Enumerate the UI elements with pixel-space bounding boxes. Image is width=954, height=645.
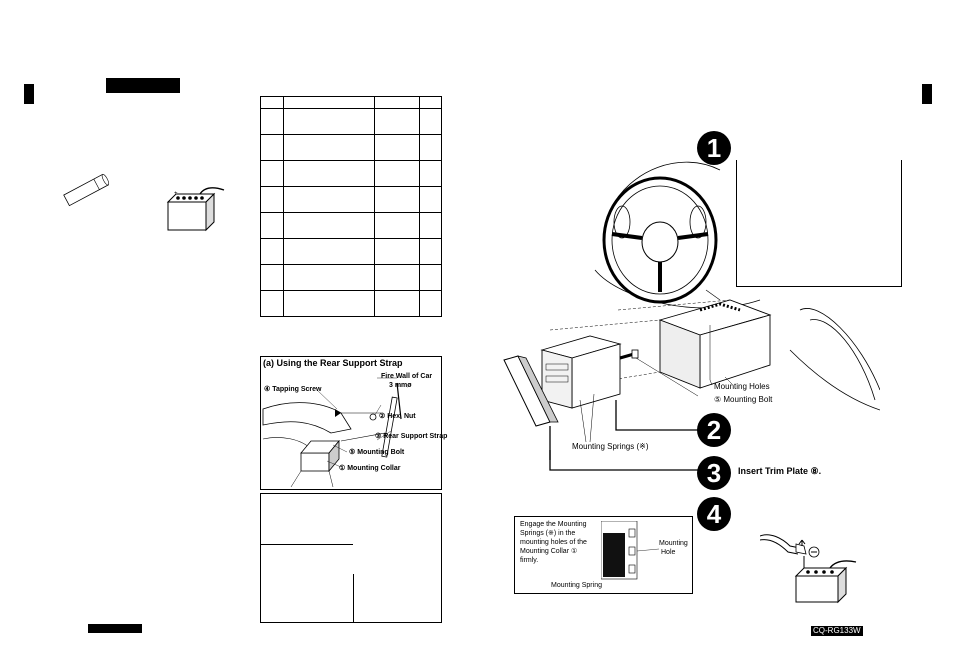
mounting-holes-label: Mounting Holes — [714, 382, 770, 391]
detail-line: Engage the Mounting — [520, 521, 587, 528]
battery-reconnect-illustration — [760, 534, 857, 604]
table-row — [260, 108, 442, 135]
rear-support-strap-box: (a) Using the Rear Support Strap Fire Wa… — [260, 356, 447, 490]
mounting-hole-label-1: Mounting — [659, 540, 688, 547]
installation-diagram — [503, 161, 880, 460]
step-1-number: 1 — [697, 131, 731, 165]
notes-column-divider — [353, 574, 354, 622]
mounting-hole-label-2: Hole — [661, 549, 676, 556]
table-row — [260, 96, 442, 109]
detail-line: mounting holes of the — [520, 539, 587, 546]
table-row — [260, 238, 442, 265]
table-row — [260, 290, 442, 317]
mounting-springs-label: Mounting Springs (※) — [572, 442, 649, 451]
table-row — [260, 264, 442, 291]
mounting-spring-detail-diagram — [601, 521, 660, 580]
rear-strap-title: (a) Using the Rear Support Strap — [263, 358, 403, 368]
detail-line: Springs (※) in the — [520, 530, 576, 537]
step-3-number: 3 — [697, 456, 731, 490]
table-row — [260, 186, 442, 213]
mounting-collar-label: ① Mounting Collar — [339, 465, 401, 472]
footer-bar — [88, 624, 142, 633]
mounting-spring-label: Mounting Spring — [551, 582, 602, 589]
notes-box — [260, 493, 442, 623]
insert-trim-plate-label: Insert Trim Plate ⑧. — [738, 466, 822, 476]
section-header-bar — [106, 78, 180, 93]
mounting-spring-detail-box: Engage the Mounting Springs (※) in the m… — [514, 516, 693, 594]
hex-nut-label: ② Hex. Nut — [379, 413, 416, 420]
trim-plate-connector — [549, 450, 708, 471]
battery-icon: + — [166, 187, 225, 232]
detail-line: firmly. — [520, 557, 539, 564]
table-row — [260, 212, 442, 239]
fire-wall-label: Fire Wall of Car — [381, 373, 433, 380]
model-number: CQ-RG133W — [811, 626, 863, 636]
step-2-number: 2 — [697, 413, 731, 447]
pencil-tool-illustration — [63, 173, 110, 207]
rear-support-strap-label: ③ Rear Support Strap — [375, 433, 448, 440]
parts-list-table — [260, 96, 442, 317]
tapping-screw-label: ④ Tapping Screw — [264, 386, 322, 393]
mounting-bolt-label: ⑤ Mounting Bolt — [349, 449, 405, 456]
table-row — [260, 160, 442, 187]
table-row — [260, 134, 442, 161]
step-4-number: 4 — [697, 497, 731, 531]
right-page-marker — [922, 84, 932, 104]
mounting-bolt-step-label: ⑤ Mounting Bolt — [714, 395, 773, 404]
left-page-marker — [24, 84, 34, 104]
step-1-instruction-box — [736, 160, 902, 287]
detail-instructions: Engage the Mounting Springs (※) in the m… — [520, 520, 600, 565]
rear-strap-diagram — [262, 377, 402, 488]
svg-text:+: + — [174, 191, 178, 197]
thickness-label: 3 mmø — [389, 382, 412, 389]
detail-line: Mounting Collar ① — [520, 548, 578, 555]
notes-divider — [261, 544, 353, 545]
